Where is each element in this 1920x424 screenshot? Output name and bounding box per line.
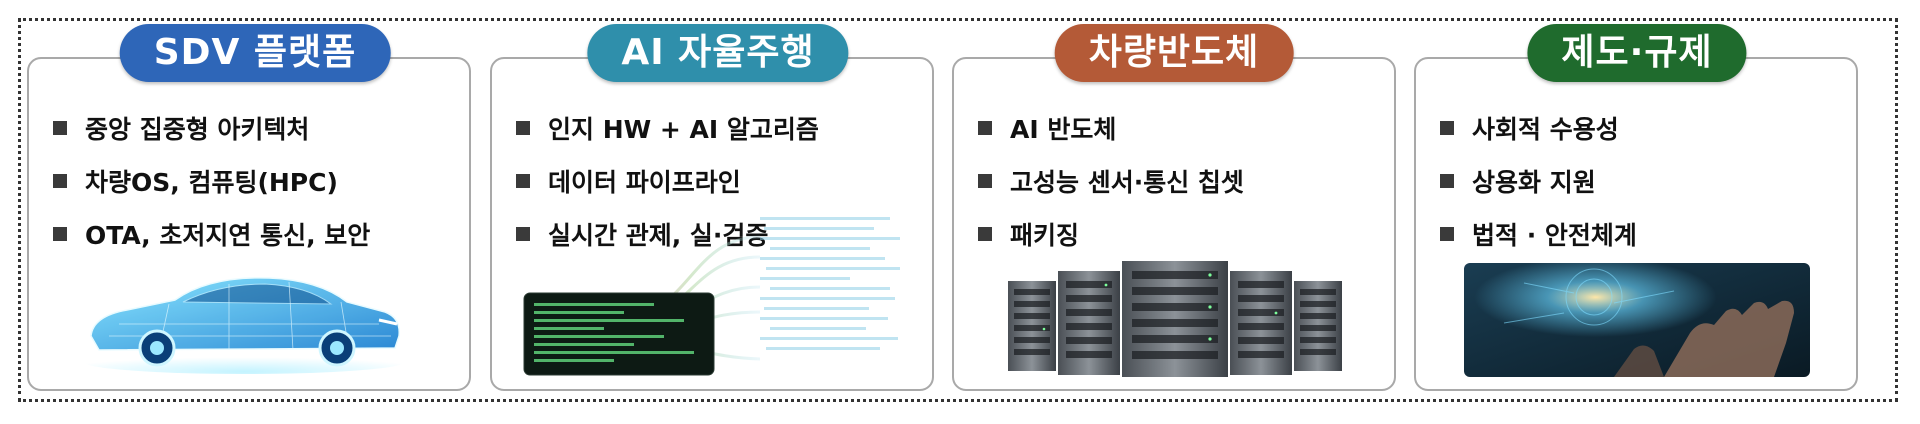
item-list: 인지 HW + AI 알고리즘 데이터 파이프라인 실시간 관제, 실·검증	[516, 101, 819, 260]
item-list: AI 반도체 고성능 센서·통신 칩셋 패키징	[978, 101, 1244, 260]
list-item: 중앙 집중형 아키텍처	[53, 101, 370, 154]
list-item: 실시간 관제, 실·검증	[516, 207, 819, 260]
list-item: OTA, 초저지연 통신, 보안	[53, 207, 370, 260]
server-racks-illustration	[1008, 261, 1342, 377]
category-title-sdv: SDV 플랫폼	[119, 24, 391, 82]
card-ai-autonomous: 인지 HW + AI 알고리즘 데이터 파이프라인 실시간 관제, 실·검증	[490, 57, 934, 391]
list-item: AI 반도체	[978, 101, 1244, 154]
card-sdv-platform: 중앙 집중형 아키텍처 차량OS, 컴퓨팅(HPC) OTA, 초저지연 통신,…	[27, 57, 471, 391]
square-bullet-icon	[53, 120, 67, 135]
list-item: 인지 HW + AI 알고리즘	[516, 101, 819, 154]
square-bullet-icon	[978, 173, 992, 188]
category-title-semiconductor: 차량반도체	[1054, 24, 1294, 82]
card-regulation: 사회적 수용성 상용화 지원 법적 · 안전체계	[1414, 57, 1858, 391]
square-bullet-icon	[53, 226, 67, 241]
card-vehicle-semiconductor: AI 반도체 고성능 센서·통신 칩셋 패키징	[952, 57, 1396, 391]
list-item: 데이터 파이프라인	[516, 154, 819, 207]
square-bullet-icon	[978, 226, 992, 241]
category-title-regulation: 제도·규제	[1527, 24, 1747, 82]
square-bullet-icon	[978, 120, 992, 135]
list-item: 패키징	[978, 207, 1244, 260]
category-title-ai: AI 자율주행	[587, 24, 849, 82]
list-item: 사회적 수용성	[1440, 101, 1637, 154]
square-bullet-icon	[516, 120, 530, 135]
square-bullet-icon	[1440, 120, 1454, 135]
car-wireframe-illustration	[84, 277, 404, 374]
outer-dotted-frame	[18, 18, 1898, 402]
list-item: 법적 · 안전체계	[1440, 207, 1637, 260]
item-list: 사회적 수용성 상용화 지원 법적 · 안전체계	[1440, 101, 1637, 260]
data-pipeline-illustration	[523, 217, 900, 376]
square-bullet-icon	[53, 173, 67, 188]
square-bullet-icon	[516, 226, 530, 241]
item-list: 중앙 집중형 아키텍처 차량OS, 컴퓨팅(HPC) OTA, 초저지연 통신,…	[53, 101, 370, 260]
square-bullet-icon	[1440, 173, 1454, 188]
list-item: 고성능 센서·통신 칩셋	[978, 154, 1244, 207]
list-item: 차량OS, 컴퓨팅(HPC)	[53, 154, 370, 207]
square-bullet-icon	[1440, 226, 1454, 241]
digital-hand-illustration	[1464, 263, 1810, 377]
list-item: 상용화 지원	[1440, 154, 1637, 207]
square-bullet-icon	[516, 173, 530, 188]
